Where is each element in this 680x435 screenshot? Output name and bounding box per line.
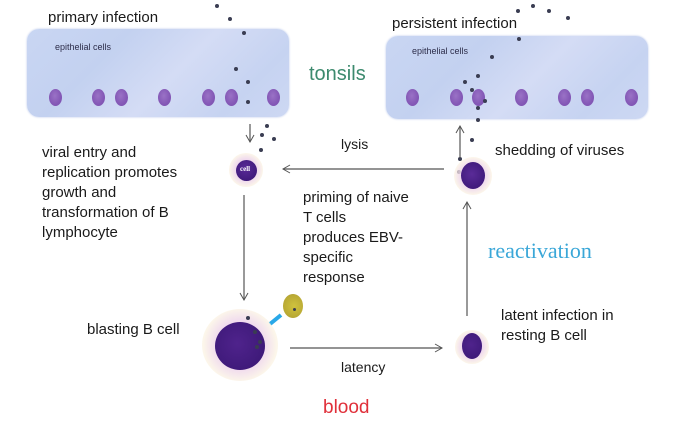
virion (228, 17, 232, 21)
virion (242, 31, 246, 35)
virion (246, 100, 250, 104)
virion (258, 340, 262, 344)
arrow-t-cell (268, 313, 283, 326)
priming-text: priming of naive T cells produces EBV- s… (303, 189, 409, 286)
virion (517, 37, 521, 41)
virion (476, 106, 480, 110)
virion (490, 55, 494, 59)
persistent-infection-title: persistent infection (392, 15, 518, 32)
primary-infection-title: primary infection (48, 9, 159, 26)
virion (566, 16, 570, 20)
cell-label: cell (240, 165, 251, 173)
epithelial-nucleus (472, 89, 485, 106)
reactivation-label: reactivation (488, 238, 592, 263)
t-cell (283, 294, 303, 318)
virion (483, 99, 487, 103)
virion (272, 137, 276, 141)
epithelial-nucleus (406, 89, 419, 106)
virion (476, 118, 480, 122)
blood-label: blood (323, 397, 370, 418)
shedding-b-cell (461, 162, 485, 189)
epithelial-nucleus (202, 89, 215, 106)
virion (458, 157, 462, 161)
viral-entry-text: viral entry and replication promotes gro… (42, 144, 178, 241)
epithelial-nucleus (267, 89, 280, 106)
tonsils-label: tonsils (309, 63, 366, 85)
latency-label: latency (341, 359, 386, 375)
virion (265, 124, 269, 128)
epithelial-nucleus (581, 89, 594, 106)
virion (246, 80, 250, 84)
virion (234, 67, 238, 71)
virion (476, 74, 480, 78)
epithelial-nucleus (450, 89, 463, 106)
virion (547, 9, 551, 13)
virion (531, 4, 535, 8)
virion (516, 9, 520, 13)
epithelial-nucleus (625, 89, 638, 106)
lysis-label: lysis (341, 136, 369, 152)
epithelial-nucleus (49, 89, 62, 106)
virion (259, 148, 263, 152)
virion (215, 4, 219, 8)
virion (246, 316, 250, 320)
t-cell-nucleus (293, 308, 296, 311)
epithelial-nucleus (115, 89, 128, 106)
epithelial-nucleus (515, 89, 528, 106)
virion (260, 133, 264, 137)
epithelial-nucleus (225, 89, 238, 106)
virion (255, 345, 259, 349)
virion (253, 330, 257, 334)
epithelial-nucleus (158, 89, 171, 106)
shedding-label: shedding of viruses (495, 142, 625, 159)
epithelial-nucleus (92, 89, 105, 106)
resting-b-cell (462, 333, 482, 359)
latent-infection-text: latent infection in resting B cell (501, 307, 614, 344)
virion (463, 80, 467, 84)
blasting-b-cell-label: blasting B cell (87, 321, 180, 338)
epithelial-label-right: epithelial cells (412, 46, 469, 56)
epithelial-label-left: epithelial cells (55, 42, 112, 52)
epithelium-right: epithelial cells (386, 36, 648, 119)
infected-b-cell (236, 160, 257, 181)
virion (470, 138, 474, 142)
virion (470, 88, 474, 92)
epithelium-left: epithelial cells (27, 29, 289, 117)
epithelial-nucleus (558, 89, 571, 106)
